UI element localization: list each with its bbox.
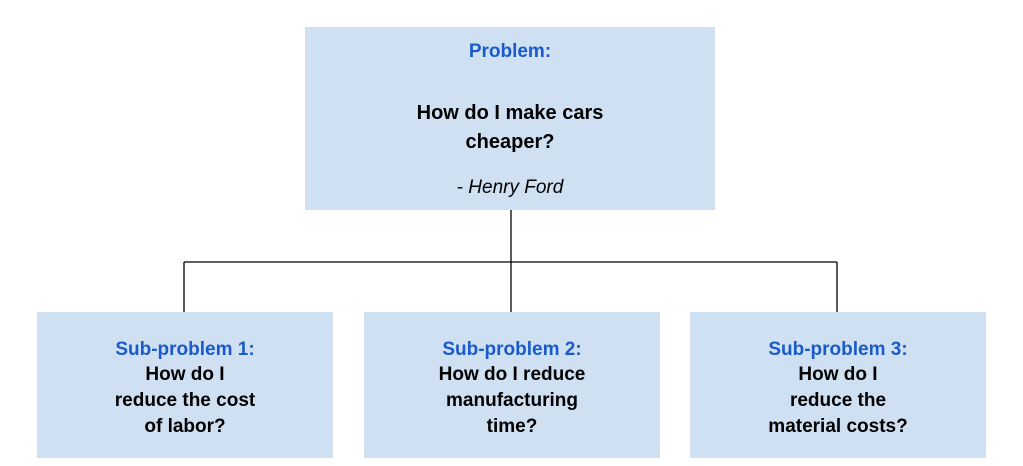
subproblem-box-2: Sub-problem 2: How do I reduce manufactu… [364,312,660,458]
subproblem-box-3: Sub-problem 3: How do I reduce the mater… [690,312,986,458]
subproblem-heading-2: Sub-problem 2: [442,339,582,360]
subproblem-box-1: Sub-problem 1: How do I reduce the cost … [37,312,333,458]
subproblem-text-3: How do I reduce the material costs? [768,364,908,437]
subproblem-text-1: How do I reduce the cost of labor? [114,364,256,437]
root-problem-question: How do I make cars cheaper? [416,102,604,153]
subproblem-heading-1: Sub-problem 1: [115,339,255,360]
root-problem-box: Problem: How do I make cars cheaper? - H… [305,27,715,210]
root-problem-attribution: - Henry Ford [456,177,564,198]
subproblem-heading-3: Sub-problem 3: [768,339,908,360]
root-problem-heading: Problem: [468,41,552,62]
subproblem-text-2: How do I reduce manufacturing time? [438,364,586,437]
